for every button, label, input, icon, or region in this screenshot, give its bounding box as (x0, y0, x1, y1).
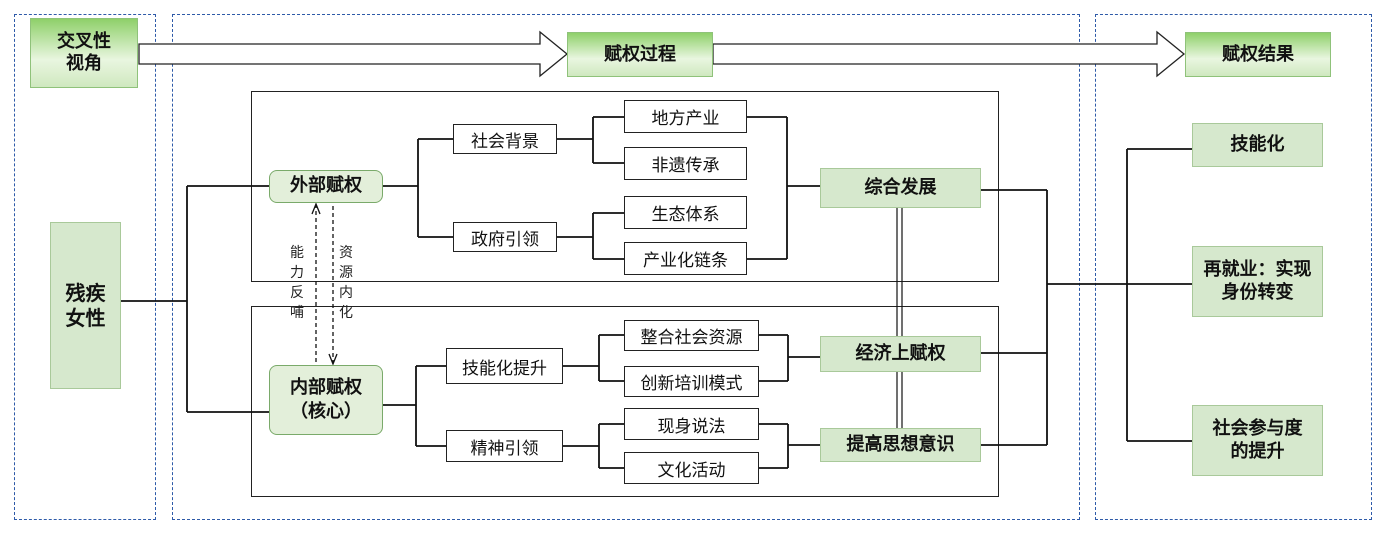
branch-social-background-text: 社会背景 (471, 131, 539, 152)
outcome-comprehensive-development-text: 综合发展 (864, 176, 937, 198)
process-header: 赋权过程 (567, 32, 713, 77)
perspective-header-text: 交叉性 视角 (57, 31, 111, 74)
leaf-personal-testimony-text: 现身说法 (657, 416, 726, 437)
internal-empowerment-node: 内部赋权 （核心） (269, 365, 383, 435)
result-column (1095, 14, 1372, 520)
leaf-cultural-activities-text: 文化活动 (657, 460, 726, 481)
process-column (172, 14, 1080, 520)
leaf-ecosystem-text: 生态体系 (651, 205, 720, 225)
leaf-ecosystem: 生态体系 (624, 196, 747, 229)
leaf-local-industry-text: 地方产业 (651, 109, 720, 129)
leaf-intangible-heritage: 非遗传承 (624, 147, 747, 180)
branch-skill-upgrade-text: 技能化提升 (462, 358, 547, 379)
branch-government-guidance: 政府引领 (453, 222, 557, 252)
feedback-up-label: 能力反哺 (290, 245, 304, 321)
external-empowerment-node: 外部赋权 (269, 170, 383, 203)
leaf-local-industry: 地方产业 (624, 100, 747, 133)
perspective-column (14, 14, 156, 520)
branch-spiritual-guidance: 精神引领 (446, 430, 563, 462)
subject-box: 残疾 女性 (50, 222, 121, 389)
subject-text: 残疾 女性 (65, 280, 106, 330)
leaf-industrial-chain: 产业化链条 (624, 242, 747, 275)
feedback-down-label: 资源内化 (339, 245, 353, 321)
process-header-text: 赋权过程 (604, 43, 676, 65)
outcome-economic-empowerment-text: 经济上赋权 (855, 342, 946, 364)
outcome-raise-awareness-text: 提高思想意识 (846, 433, 955, 455)
outcome-raise-awareness: 提高思想意识 (820, 428, 981, 462)
branch-skill-upgrade: 技能化提升 (446, 348, 563, 384)
result-reemployment: 再就业：实现 身份转变 (1192, 246, 1323, 317)
result-header: 赋权结果 (1185, 32, 1331, 77)
leaf-integrate-resources-text: 整合社会资源 (640, 328, 743, 348)
leaf-intangible-heritage-text: 非遗传承 (651, 156, 720, 176)
leaf-industrial-chain-text: 产业化链条 (643, 251, 728, 271)
result-social-participation-text: 社会参与度 的提升 (1212, 418, 1303, 462)
leaf-training-model-text: 创新培训模式 (640, 374, 743, 394)
hollow-arrow-to-process (138, 30, 569, 78)
result-social-participation: 社会参与度 的提升 (1192, 405, 1323, 476)
outcome-economic-empowerment: 经济上赋权 (820, 336, 981, 372)
result-reemployment-text: 再就业：实现 身份转变 (1203, 259, 1312, 303)
branch-social-background: 社会背景 (453, 124, 557, 154)
leaf-integrate-resources: 整合社会资源 (624, 320, 759, 351)
hollow-arrow-to-result (712, 30, 1186, 78)
internal-empowerment-text: 内部赋权 （核心） (290, 376, 362, 422)
outcome-comprehensive-development: 综合发展 (820, 168, 981, 208)
branch-government-guidance-text: 政府引领 (471, 229, 539, 250)
perspective-header: 交叉性 视角 (30, 18, 138, 88)
result-skill-based: 技能化 (1192, 123, 1323, 167)
result-header-text: 赋权结果 (1222, 43, 1294, 65)
branch-spiritual-guidance-text: 精神引领 (470, 438, 539, 459)
leaf-training-model: 创新培训模式 (624, 366, 759, 397)
leaf-personal-testimony: 现身说法 (624, 408, 759, 440)
leaf-cultural-activities: 文化活动 (624, 452, 759, 484)
result-skill-based-text: 技能化 (1230, 133, 1285, 155)
internal-empowerment-frame (251, 306, 999, 497)
external-empowerment-text: 外部赋权 (290, 175, 362, 197)
